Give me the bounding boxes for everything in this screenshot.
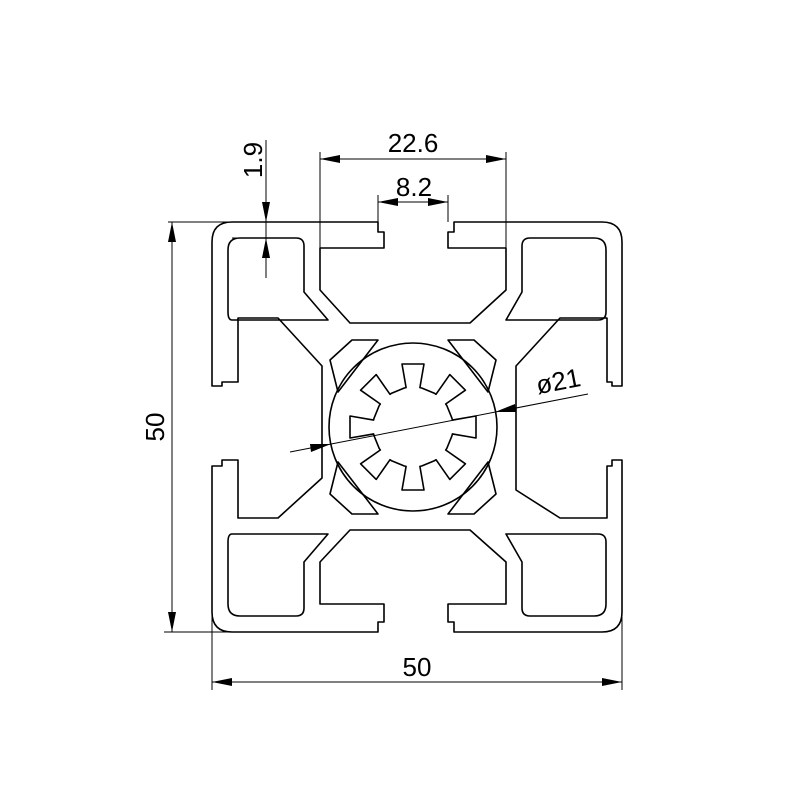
slot-width-label: 22.6	[388, 128, 439, 158]
bore-diameter-label: ø21	[533, 362, 583, 400]
cavity-top-right	[505, 237, 607, 321]
web-cavity-bottom-right	[447, 461, 497, 515]
cavity-top-left	[227, 237, 329, 321]
slot-opening-label: 8.2	[396, 172, 432, 202]
width-label: 50	[403, 652, 432, 682]
web-cavity-top-left	[329, 339, 379, 393]
center-bore	[328, 342, 498, 512]
splined-core	[349, 363, 477, 491]
dimension-wall-thickness: 1.9	[168, 140, 280, 278]
cavity-bottom-left	[227, 533, 329, 617]
height-label: 50	[140, 413, 170, 442]
dimension-width: 50	[211, 612, 623, 690]
cavity-bottom-right	[505, 533, 607, 617]
dimension-height: 50	[140, 222, 230, 633]
wall-thickness-label: 1.9	[238, 142, 268, 178]
web-cavity-bottom-left	[329, 461, 379, 515]
dimension-slot-opening: 8.2	[377, 172, 449, 222]
web-cavity-top-right	[447, 339, 497, 393]
profile-outline	[211, 221, 623, 633]
dimension-slot-width: 22.6	[319, 128, 507, 248]
outer-perimeter	[211, 221, 623, 633]
